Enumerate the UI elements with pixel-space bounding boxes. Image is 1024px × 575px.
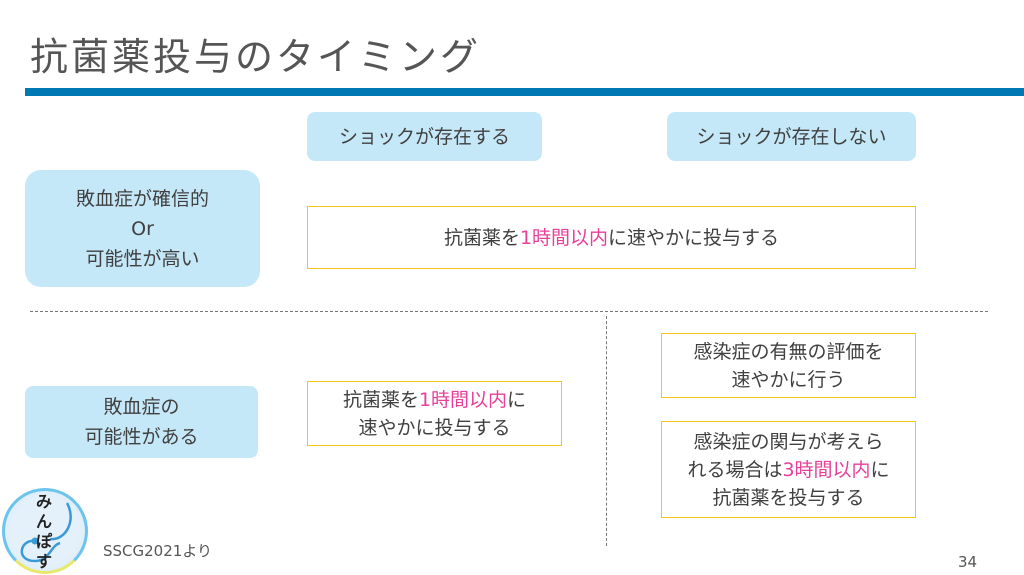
row-label-line: Or — [131, 217, 154, 240]
vertical-dashed-divider — [606, 316, 607, 546]
recommendation-right-3h: 感染症の関与が考えら れる場合は3時間以内に 抗菌薬を投与する — [661, 421, 916, 518]
highlight-text: 1時間以内 — [519, 226, 609, 249]
slide-title: 抗菌薬投与のタイミング — [30, 35, 482, 79]
header-no-shock: ショックが存在しない — [667, 112, 916, 161]
recommendation-mid: 抗菌薬を1時間以内に 速やかに投与する — [307, 381, 562, 446]
row-label-possible: 敗血症の 可能性がある — [25, 386, 258, 458]
text: に — [507, 388, 527, 411]
row-label-certain: 敗血症が確信的 Or 可能性が高い — [25, 170, 260, 287]
stethoscope-icon — [20, 502, 72, 563]
highlight-text: 1時間以内 — [418, 388, 508, 411]
page-number: 34 — [958, 553, 978, 571]
row-label-line: 可能性がある — [84, 426, 199, 448]
title-underline-bar — [25, 88, 1024, 96]
text: 抗菌薬を — [342, 388, 419, 411]
text: 抗菌薬を — [443, 226, 520, 249]
highlight-text: 3時間以内 — [782, 458, 871, 481]
text: に速やかに投与する — [608, 226, 780, 249]
text: 速やかに行う — [731, 368, 846, 391]
row-label-line: 敗血症が確信的 — [75, 187, 209, 210]
header-shock: ショックが存在する — [307, 112, 542, 161]
horizontal-dashed-divider — [30, 311, 988, 312]
text: れる場合は — [687, 458, 783, 481]
text: 速やかに投与する — [358, 416, 511, 439]
row-label-line: 可能性が高い — [85, 247, 200, 270]
text: 感染症の関与が考えら — [693, 430, 884, 453]
text: に — [870, 458, 890, 481]
logo-text: みんぽす — [36, 492, 53, 571]
recommendation-right-evaluate: 感染症の有無の評価を 速やかに行う — [661, 333, 916, 398]
row-label-line: 敗血症の — [103, 396, 180, 418]
text: 感染症の有無の評価を — [693, 340, 884, 363]
source-note: SSCG2021より — [103, 542, 213, 560]
text: 抗菌薬を投与する — [712, 486, 865, 509]
minposu-logo — [2, 488, 88, 574]
